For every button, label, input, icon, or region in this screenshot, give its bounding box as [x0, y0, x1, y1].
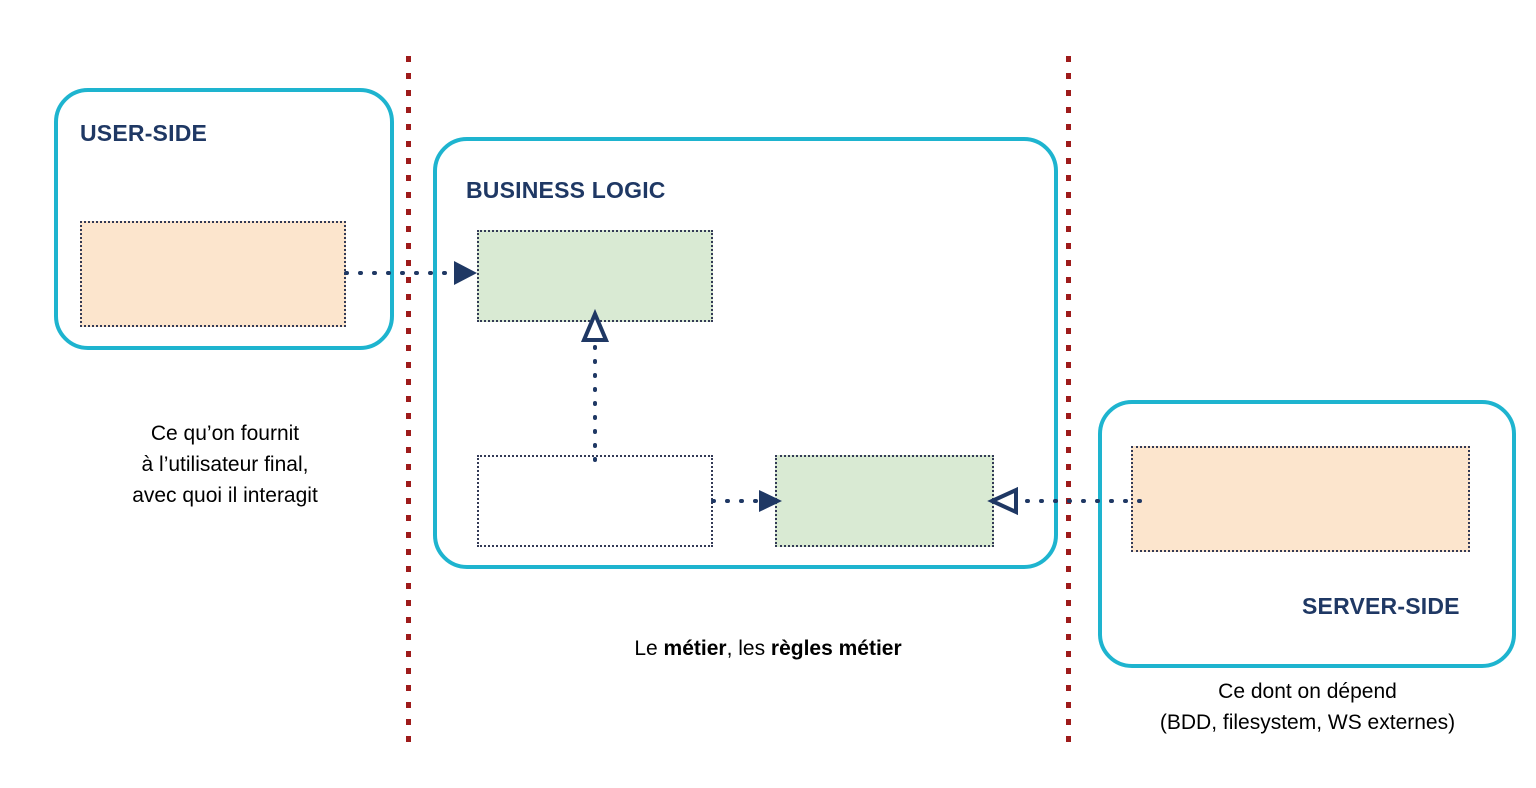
box-infrastructure-component: [1131, 446, 1470, 552]
panel-server-side: [1098, 400, 1516, 668]
connector-ui-to-controller-arrow-icon: [344, 258, 486, 288]
left-boundary-line: [406, 56, 411, 748]
panel-title-server-side: SERVER-SIDE: [1302, 593, 1460, 619]
panel-user-side: [54, 88, 394, 350]
box-ui-component: [80, 221, 346, 327]
box-controller-component: [477, 230, 713, 322]
caption-business-logic: Le métier, les règles métier: [568, 602, 968, 664]
box-port-component: [477, 455, 713, 547]
connector-infra-to-service-arrow-icon: [987, 486, 1142, 516]
connector-port-to-controller-arrow-icon: [580, 308, 610, 462]
caption-business-logic-text: Le métier, les règles métier: [634, 637, 902, 660]
right-boundary-line: [1066, 56, 1071, 748]
box-service-component: [775, 455, 994, 547]
caption-user-side: Ce qu’on fournit à l’utilisateur final, …: [132, 422, 318, 507]
caption-server-side: Ce dont on dépend (BDD, filesystem, WS e…: [1159, 680, 1456, 734]
panel-business-logic: [433, 137, 1058, 569]
panel-title-user-side: USER-SIDE: [80, 120, 208, 146]
connector-port-to-service-arrow-icon: [711, 486, 793, 516]
panel-title-business-logic: BUSINESS LOGIC: [466, 177, 666, 203]
